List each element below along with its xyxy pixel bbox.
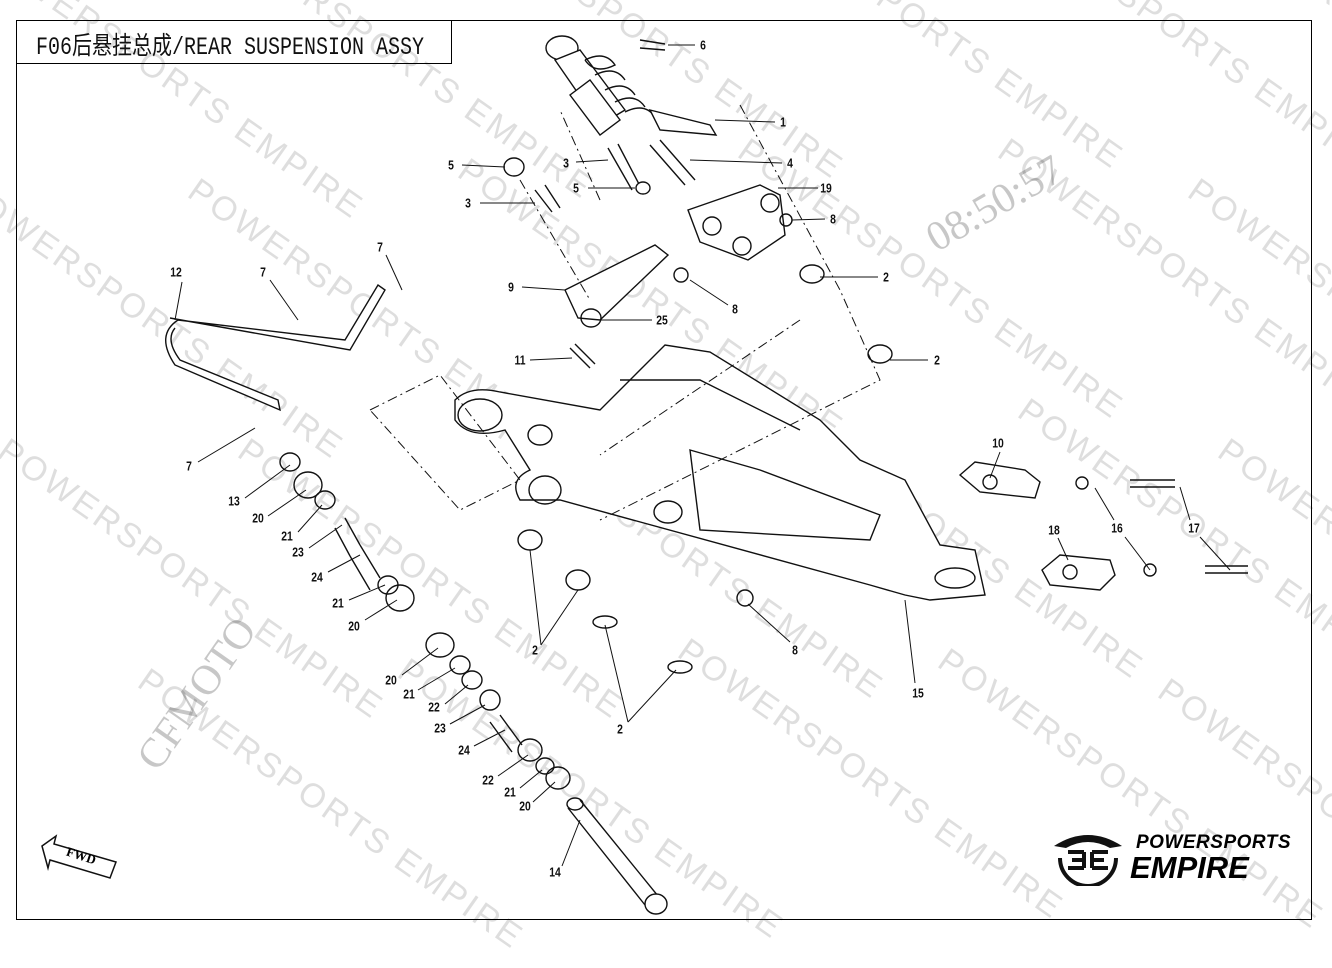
bearings <box>279 264 893 790</box>
callout-label: 20 <box>348 618 360 634</box>
callout-label: 22 <box>428 699 440 715</box>
callout-label: 7 <box>260 264 266 280</box>
callout-label: 18 <box>1048 522 1060 538</box>
title-box: F06后悬挂总成/REAR SUSPENSION ASSY <box>16 20 452 64</box>
callout-label: 1 <box>780 114 786 130</box>
callout-label: 8 <box>792 642 798 658</box>
powersports-empire-logo: POWERSPORTS EMPIRE <box>1050 826 1292 888</box>
exploded-parts-diagram <box>165 35 1248 915</box>
callout-label: 21 <box>332 595 344 611</box>
chain-guard <box>165 283 386 412</box>
leader-lines <box>174 44 1231 867</box>
callout-label: 8 <box>830 211 836 227</box>
callout-label: 21 <box>281 528 293 544</box>
callout-label: 19 <box>820 180 832 196</box>
pivot-axle <box>566 797 668 915</box>
bolts <box>503 39 696 369</box>
callout-label: 17 <box>1188 520 1200 536</box>
chain-adjusters <box>958 461 1248 591</box>
callout-label: 21 <box>504 784 516 800</box>
callout-label: 11 <box>514 352 526 368</box>
callout-label: 2 <box>883 269 889 285</box>
link-rod <box>564 244 689 328</box>
callout-label: 20 <box>252 510 264 526</box>
callout-label: 16 <box>1111 520 1123 536</box>
callout-label: 22 <box>482 772 494 788</box>
callout-label: 9 <box>508 279 514 295</box>
shock-absorber <box>545 35 718 136</box>
forward-arrow-icon <box>41 834 117 879</box>
callout-label: 5 <box>573 180 579 196</box>
callout-label: 15 <box>912 685 924 701</box>
logo-text-top: POWERSPORTS <box>1136 832 1292 853</box>
drawing-frame <box>16 20 1312 920</box>
callout-label: 13 <box>228 493 240 509</box>
callout-label: 20 <box>385 672 397 688</box>
swing-arm <box>454 344 986 601</box>
callout-label: 20 <box>519 798 531 814</box>
callout-label: 24 <box>458 742 470 758</box>
rocker-arm <box>687 184 793 261</box>
callout-label: 3 <box>563 155 569 171</box>
callout-label: 6 <box>700 37 706 53</box>
callout-label: 7 <box>377 239 383 255</box>
callout-label: 7 <box>186 458 192 474</box>
callout-label: 8 <box>732 301 738 317</box>
callout-label: 3 <box>465 195 471 211</box>
callout-label: 2 <box>934 352 940 368</box>
callout-label: 21 <box>403 686 415 702</box>
callout-label: 2 <box>617 721 623 737</box>
callout-label: 23 <box>434 720 446 736</box>
callout-label: 14 <box>549 864 561 880</box>
callout-label: 12 <box>170 264 182 280</box>
callout-label: 2 <box>532 642 538 658</box>
callout-label: 5 <box>448 157 454 173</box>
callout-label: 25 <box>656 312 668 328</box>
logo-text-bottom: EMPIRE <box>1130 850 1249 885</box>
callout-label: 24 <box>311 569 323 585</box>
empire-emblem-icon <box>1054 835 1122 888</box>
callout-label: 23 <box>292 544 304 560</box>
page-title: F06后悬挂总成/REAR SUSPENSION ASSY <box>36 33 425 62</box>
callout-label: 10 <box>992 435 1004 451</box>
callout-label: 4 <box>787 155 793 171</box>
